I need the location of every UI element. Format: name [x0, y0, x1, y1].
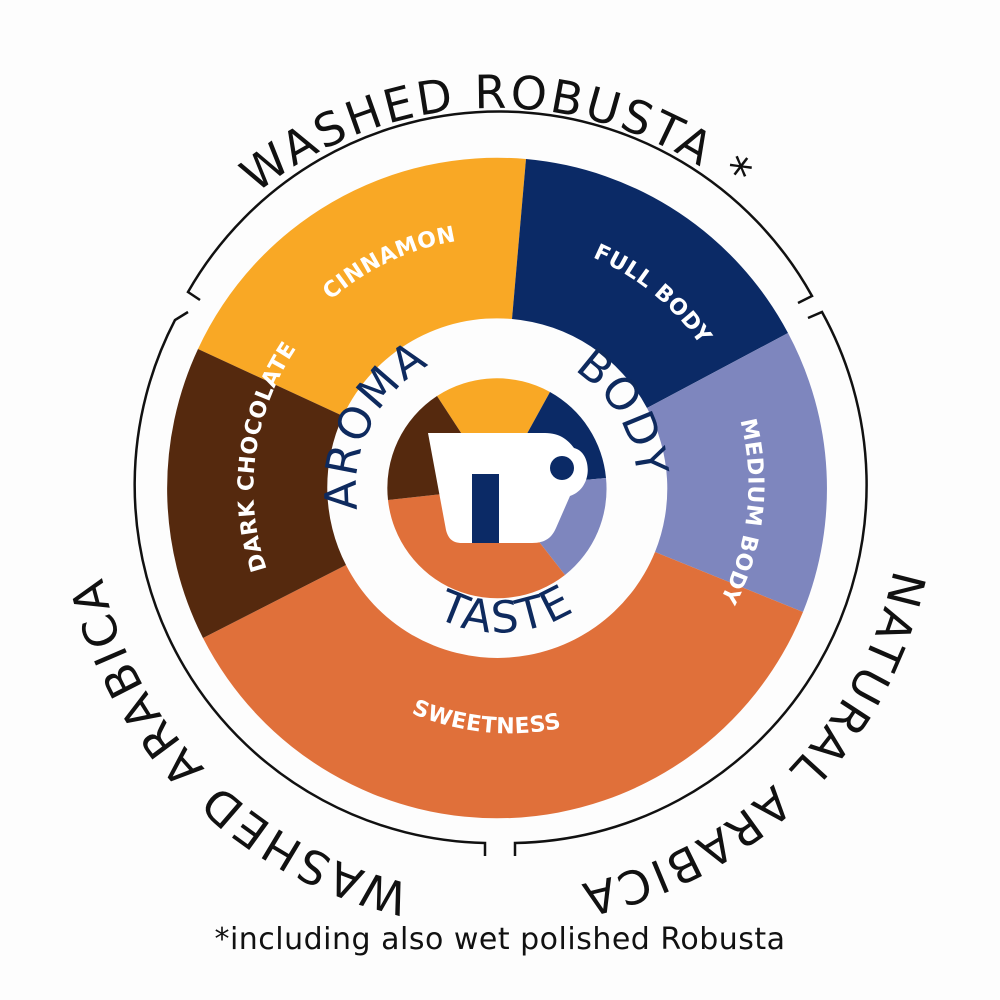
footnote: *including also wet polished Robusta — [214, 922, 786, 957]
segment-sweetness — [203, 552, 803, 819]
coffee-cup-icon — [428, 433, 588, 543]
segment-cinnamon — [198, 157, 526, 416]
segment-medium-body — [647, 333, 827, 612]
segment-dark-chocolate — [167, 349, 346, 638]
bracket-lines — [133, 110, 868, 856]
segment-full-body — [512, 159, 788, 408]
outer-ring — [167, 157, 827, 819]
bracket-right — [513, 310, 868, 856]
bracket-left — [133, 310, 487, 856]
bracket-top — [186, 110, 814, 305]
